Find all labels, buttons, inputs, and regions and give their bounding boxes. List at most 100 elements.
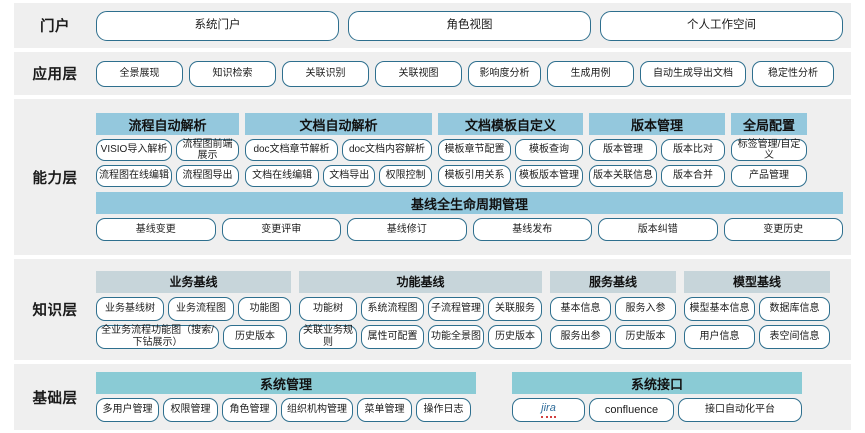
ability-item-template-chapter-config[interactable]: 模板章节配置 bbox=[438, 139, 511, 161]
lifecycle-item-version-correction[interactable]: 版本纠错 bbox=[598, 218, 718, 241]
app-item-relation-recognition[interactable]: 关联识别 bbox=[282, 60, 369, 87]
ability-item-template-query[interactable]: 模板查询 bbox=[515, 139, 583, 161]
layer-knowledge: 知识层 业务基线 业务基线树 业务流程图 功能图 全业务流程功能图（搜索/下钻展… bbox=[14, 259, 851, 360]
knowledge-group-model-baseline: 模型基线 模型基本信息 数据库信息 用户信息 表空间信息 bbox=[684, 270, 830, 349]
knowledge-item-subprocess-manage[interactable]: 子流程管理 bbox=[428, 296, 484, 321]
foundation-item-operation-log[interactable]: 操作日志 bbox=[416, 398, 471, 422]
ability-item-version-merge[interactable]: 版本合并 bbox=[661, 165, 725, 187]
layer-label-portal: 门户 bbox=[40, 19, 70, 35]
foundation-item-interface-automation-platform[interactable]: 接口自动化平台 bbox=[678, 398, 802, 422]
ability-item-template-version-manage[interactable]: 模板版本管理 bbox=[515, 165, 583, 187]
app-item-generate-case[interactable]: 生成用例 bbox=[547, 60, 634, 87]
foundation-item-menu-manage[interactable]: 菜单管理 bbox=[357, 398, 412, 422]
app-item-auto-export-doc[interactable]: 自动生成导出文档 bbox=[640, 60, 746, 87]
portal-item-role-view[interactable]: 角色视图 bbox=[348, 10, 591, 41]
portal-item-system-portal[interactable]: 系统门户 bbox=[96, 10, 339, 41]
group-header-doc-template: 文档模板自定义 bbox=[438, 113, 583, 135]
layer-portal: 门户 系统门户 角色视图 个人工作空间 bbox=[14, 3, 851, 48]
lifecycle-item-baseline-change[interactable]: 基线变更 bbox=[96, 218, 216, 241]
foundation-item-jira[interactable]: jira bbox=[512, 398, 585, 422]
knowledge-group-function-baseline: 功能基线 功能树 系统流程图 子流程管理 关联服务 关联业务规则 属性可配置 功… bbox=[299, 270, 542, 349]
knowledge-item-user-info[interactable]: 用户信息 bbox=[684, 324, 755, 349]
foundation-group-row: 系统管理 多用户管理 权限管理 角色管理 组织机构管理 菜单管理 操作日志 系统… bbox=[96, 372, 843, 422]
knowledge-item-related-service[interactable]: 关联服务 bbox=[488, 296, 542, 321]
ability-item-flowchart-frontend-display[interactable]: 流程图前端展示 bbox=[176, 139, 239, 161]
knowledge-group-row: 业务基线 业务基线树 业务流程图 功能图 全业务流程功能图（搜索/下钻展示） 历… bbox=[96, 270, 843, 349]
layer-label-foundation: 基础层 bbox=[32, 390, 78, 407]
ability-item-visio-import-parse[interactable]: VISIO导入解析 bbox=[96, 139, 172, 161]
knowledge-item-business-baseline-tree[interactable]: 业务基线树 bbox=[96, 296, 164, 321]
ability-item-doc-online-edit[interactable]: 文档在线编辑 bbox=[245, 165, 320, 187]
ability-item-permission-control[interactable]: 权限控制 bbox=[379, 165, 432, 187]
group-header-version-manage: 版本管理 bbox=[589, 113, 725, 135]
layer-application: 应用层 全景展现 知识检索 关联识别 关联视图 影响度分析 生成用例 自动生成导… bbox=[14, 52, 851, 95]
ability-group-global-config: 全局配置 标签管理/自定义 产品管理 bbox=[731, 113, 807, 187]
lifecycle-item-baseline-revise[interactable]: 基线修订 bbox=[347, 218, 467, 241]
ability-item-product-manage[interactable]: 产品管理 bbox=[731, 165, 807, 187]
knowledge-item-history-version-service[interactable]: 历史版本 bbox=[615, 324, 676, 349]
jira-label: jira bbox=[541, 402, 556, 418]
group-header-service-baseline: 服务基线 bbox=[550, 270, 676, 293]
knowledge-item-basic-info[interactable]: 基本信息 bbox=[550, 296, 611, 321]
group-header-business-baseline: 业务基线 bbox=[96, 270, 291, 293]
lifecycle-item-change-history[interactable]: 变更历史 bbox=[723, 218, 843, 241]
app-item-stability-analysis[interactable]: 稳定性分析 bbox=[752, 60, 834, 87]
knowledge-item-function-chart[interactable]: 功能图 bbox=[238, 296, 291, 321]
layer-body-foundation: 系统管理 多用户管理 权限管理 角色管理 组织机构管理 菜单管理 操作日志 系统… bbox=[96, 372, 851, 422]
app-item-knowledge-search[interactable]: 知识检索 bbox=[189, 60, 276, 87]
foundation-item-permission-manage[interactable]: 权限管理 bbox=[163, 398, 218, 422]
ability-item-version-relation-info[interactable]: 版本关联信息 bbox=[589, 165, 657, 187]
knowledge-item-related-business-rule[interactable]: 关联业务规则 bbox=[299, 324, 357, 349]
foundation-item-role-manage[interactable]: 角色管理 bbox=[222, 398, 277, 422]
layer-body-portal: 系统门户 角色视图 个人工作空间 bbox=[96, 10, 851, 41]
foundation-item-org-structure-manage[interactable]: 组织机构管理 bbox=[281, 398, 353, 422]
ability-item-doc-content-parse[interactable]: doc文档内容解析 bbox=[342, 139, 432, 161]
knowledge-item-function-tree[interactable]: 功能树 bbox=[299, 296, 357, 321]
group-header-system-interface: 系统接口 bbox=[512, 372, 802, 394]
ability-item-template-reference-relation[interactable]: 模板引用关系 bbox=[438, 165, 511, 187]
ability-item-flowchart-online-edit[interactable]: 流程图在线编辑 bbox=[96, 165, 172, 187]
lifecycle-item-change-review[interactable]: 变更评审 bbox=[221, 218, 341, 241]
layer-body-knowledge: 业务基线 业务基线树 业务流程图 功能图 全业务流程功能图（搜索/下钻展示） 历… bbox=[96, 270, 851, 349]
knowledge-group-service-baseline: 服务基线 基本信息 服务入参 服务出参 历史版本 bbox=[550, 270, 676, 349]
knowledge-item-tablespace-info[interactable]: 表空间信息 bbox=[759, 324, 830, 349]
layer-label-ability: 能力层 bbox=[32, 170, 78, 187]
group-header-global-config: 全局配置 bbox=[731, 113, 807, 135]
lifecycle-item-baseline-publish[interactable]: 基线发布 bbox=[472, 218, 592, 241]
knowledge-item-business-flowchart[interactable]: 业务流程图 bbox=[168, 296, 234, 321]
knowledge-item-history-version-business[interactable]: 历史版本 bbox=[223, 324, 287, 349]
group-header-system-manage: 系统管理 bbox=[96, 372, 476, 394]
ability-item-flowchart-export[interactable]: 流程图导出 bbox=[176, 165, 239, 187]
ability-item-doc-export[interactable]: 文档导出 bbox=[323, 165, 376, 187]
knowledge-item-service-input-param[interactable]: 服务入参 bbox=[615, 296, 676, 321]
layer-foundation: 基础层 系统管理 多用户管理 权限管理 角色管理 组织机构管理 菜单管理 操作日… bbox=[14, 364, 851, 430]
knowledge-item-service-output-param[interactable]: 服务出参 bbox=[550, 324, 611, 349]
foundation-item-multi-user-manage[interactable]: 多用户管理 bbox=[96, 398, 159, 422]
app-item-impact-analysis[interactable]: 影响度分析 bbox=[468, 60, 541, 87]
app-item-panorama[interactable]: 全景展现 bbox=[96, 60, 183, 87]
layer-label-knowledge: 知识层 bbox=[32, 303, 78, 319]
ability-group-row: 流程自动解析 VISIO导入解析 流程图前端展示 流程图在线编辑 流程图导出 文… bbox=[96, 113, 843, 187]
foundation-group-system-interface: 系统接口 jira confluence 接口自动化平台 bbox=[512, 372, 802, 422]
knowledge-item-attribute-configurable[interactable]: 属性可配置 bbox=[361, 324, 424, 349]
ability-item-tag-manage-custom[interactable]: 标签管理/自定义 bbox=[731, 139, 807, 161]
confluence-label: confluence bbox=[604, 403, 659, 416]
portal-item-row: 系统门户 角色视图 个人工作空间 bbox=[96, 10, 843, 41]
foundation-item-confluence[interactable]: confluence bbox=[589, 398, 674, 422]
knowledge-item-system-flowchart[interactable]: 系统流程图 bbox=[361, 296, 424, 321]
layer-body-ability: 流程自动解析 VISIO导入解析 流程图前端展示 流程图在线编辑 流程图导出 文… bbox=[96, 113, 851, 241]
knowledge-item-full-business-process-function-chart[interactable]: 全业务流程功能图（搜索/下钻展示） bbox=[96, 324, 219, 349]
knowledge-item-function-panorama[interactable]: 功能全景图 bbox=[428, 324, 484, 349]
application-item-row: 全景展现 知识检索 关联识别 关联视图 影响度分析 生成用例 自动生成导出文档 … bbox=[96, 60, 843, 87]
ability-item-version-compare[interactable]: 版本比对 bbox=[661, 139, 725, 161]
app-item-relation-view[interactable]: 关联视图 bbox=[375, 60, 462, 87]
knowledge-item-history-version-function[interactable]: 历史版本 bbox=[488, 324, 542, 349]
knowledge-item-database-info[interactable]: 数据库信息 bbox=[759, 296, 830, 321]
foundation-group-system-manage: 系统管理 多用户管理 权限管理 角色管理 组织机构管理 菜单管理 操作日志 bbox=[96, 372, 476, 422]
ability-item-doc-chapter-parse[interactable]: doc文档章节解析 bbox=[245, 139, 338, 161]
layer-body-application: 全景展现 知识检索 关联识别 关联视图 影响度分析 生成用例 自动生成导出文档 … bbox=[96, 60, 851, 87]
knowledge-item-model-basic-info[interactable]: 模型基本信息 bbox=[684, 296, 755, 321]
portal-item-personal-workspace[interactable]: 个人工作空间 bbox=[600, 10, 843, 41]
ability-item-version-manage[interactable]: 版本管理 bbox=[589, 139, 657, 161]
